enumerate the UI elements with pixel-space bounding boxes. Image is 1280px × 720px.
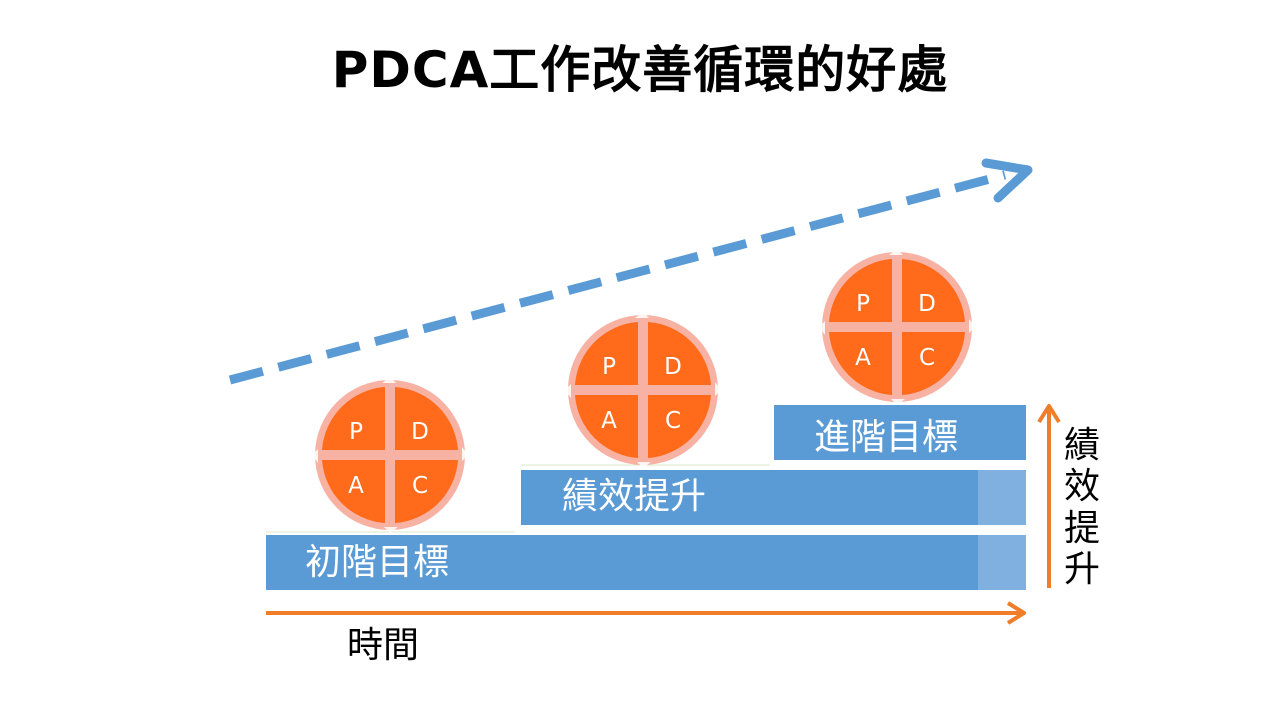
performance-axis-char: 提 [1063,507,1100,549]
pdca-letter: C [665,408,681,434]
pdca-cycle-icon: P D A C [819,249,975,405]
step-bar-1 [266,531,1026,590]
pdca-letter: A [601,408,617,434]
performance-axis-char: 效 [1063,466,1100,508]
pdca-letter: P [856,291,870,317]
step-label-advanced: 進階目標 [814,417,959,458]
pdca-letter: D [411,419,429,445]
pdca-letter: C [919,345,935,371]
performance-axis-char: 升 [1063,549,1100,591]
pdca-cycle-icon: P D A C [565,312,721,468]
pdca-letter: P [602,354,616,380]
pdca-cycle-icon: P D A C [312,377,468,533]
step-bar-3 [774,405,1026,460]
pdca-letter: P [349,419,363,445]
pdca-letter: D [664,354,682,380]
trend-arrow [228,158,1033,385]
pdca-letter: A [855,345,871,371]
performance-axis-label: 績 效 提 升 [1060,425,1104,591]
time-axis-arrow [266,601,1026,625]
time-axis-label: 時間 [347,625,420,666]
page-title: PDCA工作改善循環的好處 [331,41,949,99]
step-label-basic: 初階目標 [305,542,450,583]
performance-axis-char: 績 [1063,425,1100,466]
pdca-letter: A [348,473,364,499]
performance-axis-arrow [1037,404,1061,588]
step-bar-2 [521,464,1026,525]
pdca-letter: C [412,473,428,499]
step-label-performance: 績效提升 [562,476,707,517]
pdca-letter: D [918,291,936,317]
